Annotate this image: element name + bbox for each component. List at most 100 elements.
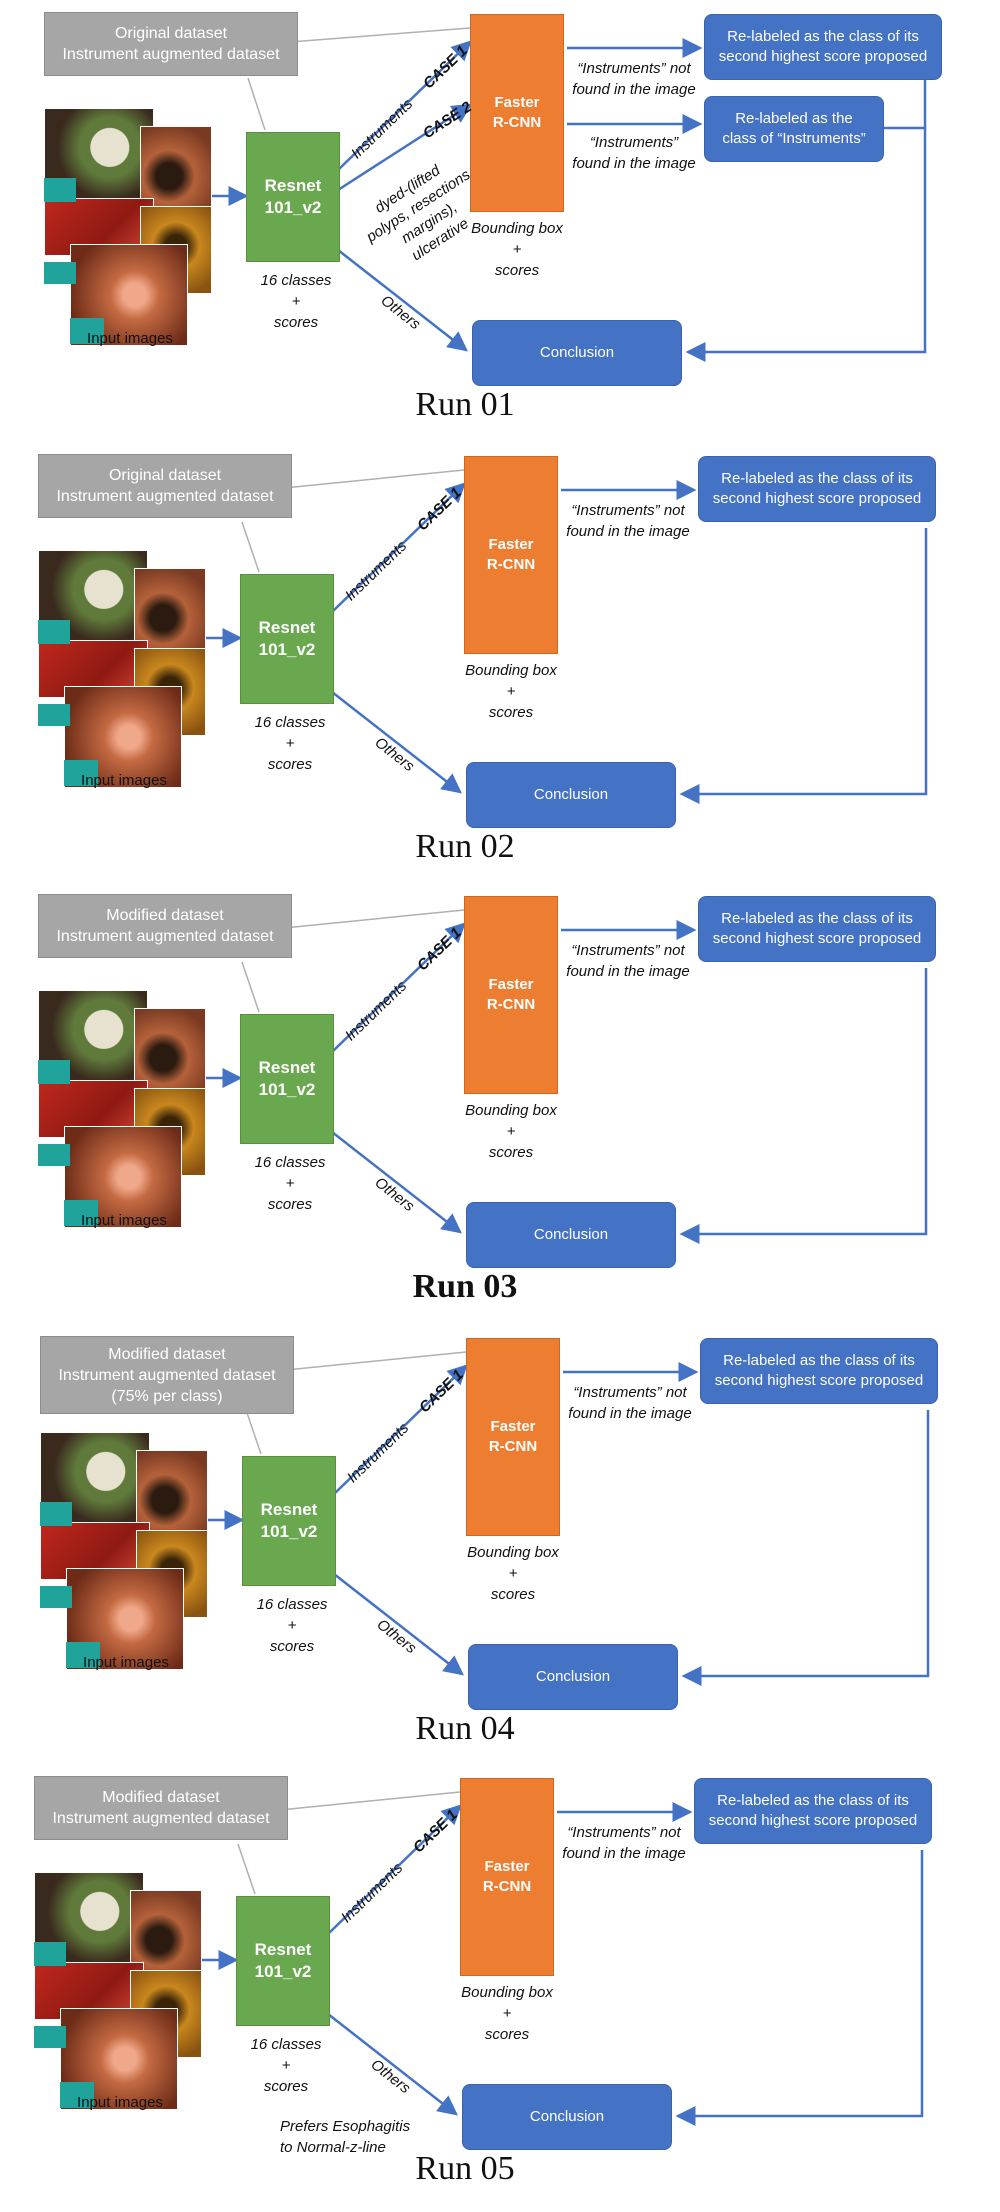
classifier-note-line: 16 classes xyxy=(256,1596,328,1613)
teal-overlay-patch xyxy=(38,1144,70,1166)
relabel-instr-line: class of “Instruments” xyxy=(722,130,866,147)
teal-overlay-patch xyxy=(40,1586,72,1608)
dataset-line: Instrument augmented dataset xyxy=(56,928,274,945)
classifier-line: Resnet xyxy=(260,1500,318,1519)
run-title: Run 04 xyxy=(415,1710,515,1747)
relabel-second-line: Re-labeled as the class of its xyxy=(723,1352,915,1369)
run-title: Run 02 xyxy=(415,828,515,865)
dataset-line: Instrument augmented dataset xyxy=(58,1366,276,1384)
detector-note-line: Bounding box xyxy=(465,1102,557,1119)
not-found-line: found in the image xyxy=(572,81,696,98)
detector-output-note: Bounding box + scores xyxy=(452,1542,574,1608)
detector-note-line: scores xyxy=(484,2026,530,2043)
detector-note-line: + xyxy=(506,1123,516,1140)
classifier-line: Resnet xyxy=(258,1058,316,1077)
detector-line: R-CNN xyxy=(486,556,536,573)
dataset-line: Instrument augmented dataset xyxy=(52,1810,270,1827)
relabel-second-line: second highest score proposed xyxy=(708,1812,918,1829)
detector-note-line: Bounding box xyxy=(467,1544,559,1561)
classifier-line: 101_v2 xyxy=(258,1080,316,1099)
classifier-line: Resnet xyxy=(258,618,316,637)
input-images-label: Input images xyxy=(83,1654,169,1671)
input-images-label: Input images xyxy=(87,330,173,347)
detector-line: Faster xyxy=(488,536,534,553)
detector-line: R-CNN xyxy=(482,1878,532,1895)
classifier-output-note: 16 classes+scores xyxy=(230,1152,350,1218)
classifier-note-line: scores xyxy=(273,314,319,331)
dataset-link-to-detector xyxy=(289,27,471,43)
relabel-second-line: Re-labeled as the class of its xyxy=(721,910,913,927)
input-image-thumbnail xyxy=(136,1450,208,1534)
connector-lines xyxy=(194,469,928,804)
teal-overlay-patch xyxy=(44,262,76,284)
detector-line: R-CNN xyxy=(488,1438,538,1455)
detector-note-line: + xyxy=(502,2005,512,2022)
input-images-label: Input images xyxy=(81,1212,167,1229)
relabel-instr-line: Re-labeled as the xyxy=(735,110,853,127)
classifier-note-line: + xyxy=(285,735,295,752)
classifier-note-line: scores xyxy=(267,1196,313,1213)
dataset-link-to-classifier xyxy=(241,521,260,573)
detector-note-line: Bounding box xyxy=(461,1984,553,2001)
classifier-note-line: + xyxy=(291,293,301,310)
classifier-line: 101_v2 xyxy=(260,1522,318,1541)
connector-lines xyxy=(200,27,927,362)
not-found-note: “Instruments” not found in the image xyxy=(564,58,704,102)
dataset-line: Instrument augmented dataset xyxy=(56,488,274,505)
classifier-line: Resnet xyxy=(254,1940,312,1959)
case1-arrow xyxy=(337,40,472,171)
dataset-line: Modified dataset xyxy=(108,1345,226,1363)
teal-overlay-patch xyxy=(34,2026,66,2048)
not-found-line: found in the image xyxy=(566,963,690,980)
classifier-output-note: 16 classes+scores xyxy=(236,270,356,336)
relabel-to-conclusion-arrow xyxy=(685,78,927,362)
dataset-link-to-detector xyxy=(279,1791,461,1811)
dataset-link-to-detector xyxy=(285,1351,467,1371)
others-arrow xyxy=(331,691,462,794)
detector-note-line: + xyxy=(506,683,516,700)
run-title: Run 05 xyxy=(415,2150,515,2187)
detector-note-line: scores xyxy=(488,704,534,721)
teal-overlay-patch xyxy=(40,1502,72,1526)
detector-note-line: + xyxy=(508,1565,518,1582)
conclusion-box: Conclusion xyxy=(462,2084,672,2150)
teal-overlay-patch xyxy=(70,318,104,344)
not-found-line: “Instruments” not xyxy=(571,942,685,959)
classifier-note-line: 16 classes xyxy=(254,1154,326,1171)
relabel-second-score-box: Re-labeled as the class of its second hig… xyxy=(700,1338,938,1404)
others-arrow xyxy=(333,1573,464,1676)
input-image-thumbnail xyxy=(130,1890,202,1974)
teal-overlay-patch xyxy=(66,1642,100,1668)
conclusion-box: Conclusion xyxy=(468,1644,678,1710)
relabel-to-conclusion-arrow xyxy=(675,1850,924,2126)
not-found-line: found in the image xyxy=(562,1845,686,1862)
teal-overlay-patch xyxy=(38,1060,70,1084)
detector-note-line: scores xyxy=(490,1586,536,1603)
dataset-link-to-detector xyxy=(283,909,465,929)
dataset-line: Instrument augmented dataset xyxy=(62,46,280,63)
classifier-note-line: 16 classes xyxy=(254,714,326,731)
detector-note-line: scores xyxy=(488,1144,534,1161)
classifier-line: 101_v2 xyxy=(264,198,322,217)
case2-arrow xyxy=(337,103,473,192)
detector-line: Faster xyxy=(490,1418,536,1435)
not-found-line: “Instruments” not xyxy=(577,60,691,77)
relabel-second-line: Re-labeled as the class of its xyxy=(721,470,913,487)
relabel-to-conclusion-arrow xyxy=(681,1410,930,1686)
detector-line: Faster xyxy=(488,976,534,993)
relabel-second-line: second highest score proposed xyxy=(714,1372,924,1389)
